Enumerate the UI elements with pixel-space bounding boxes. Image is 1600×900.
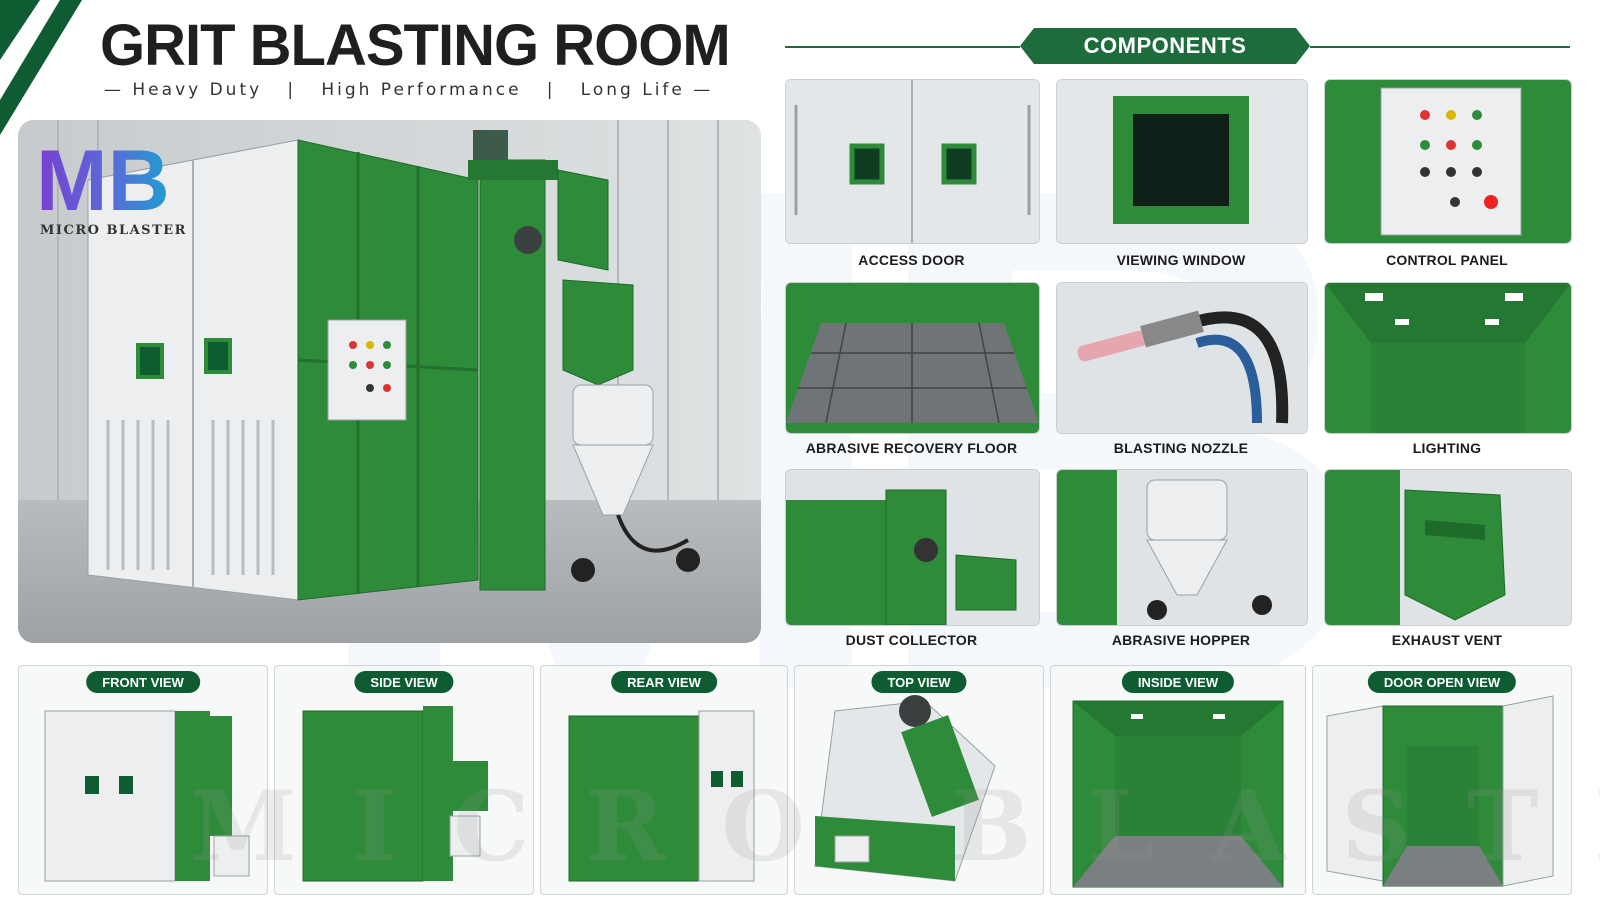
view-label: INSIDE VIEW <box>1121 671 1235 693</box>
component-label: LIGHTING <box>1412 440 1482 456</box>
view-card-inside: INSIDE VIEW <box>1050 665 1306 895</box>
component-access-door <box>785 79 1040 244</box>
component-label: DUST COLLECTOR <box>845 632 978 648</box>
component-label: ABRASIVE HOPPER <box>1111 632 1251 648</box>
view-label: REAR VIEW <box>611 671 717 693</box>
component-dust-collector <box>785 469 1040 626</box>
view-label: FRONT VIEW <box>86 671 200 693</box>
micro-blaster-logo: MB MICRO BLASTER <box>36 140 226 240</box>
component-abrasive-recovery-floor <box>785 282 1040 434</box>
view-label: DOOR OPEN VIEW <box>1367 671 1517 693</box>
tagline: — Heavy Duty | High Performance | Long L… <box>104 80 714 100</box>
component-blasting-nozzle <box>1056 282 1308 434</box>
logo-mark: MB <box>36 140 170 229</box>
component-label: EXHAUST VENT <box>1391 632 1503 648</box>
view-card-rear: REAR VIEW <box>540 665 788 895</box>
view-card-top: TOP VIEW <box>794 665 1044 895</box>
component-control-panel <box>1324 79 1572 244</box>
component-exhaust-vent <box>1324 469 1572 626</box>
view-label: TOP VIEW <box>871 671 967 693</box>
logo-brand: MICRO BLASTER <box>40 223 187 238</box>
view-card-front: FRONT VIEW <box>18 665 268 895</box>
brand-watermark: MICRO BLASTER <box>190 770 1600 883</box>
components-rule-right <box>1310 46 1570 48</box>
components-rule-left <box>785 46 1020 48</box>
component-viewing-window <box>1056 79 1308 244</box>
corner-stripes <box>0 0 82 135</box>
component-label: ABRASIVE RECOVERY FLOOR <box>805 440 1018 456</box>
view-label: SIDE VIEW <box>354 671 454 693</box>
component-label: VIEWING WINDOW <box>1116 252 1246 268</box>
components-heading: COMPONENTS <box>1020 28 1310 64</box>
hero-image <box>18 120 761 643</box>
component-label: ACCESS DOOR <box>858 252 965 268</box>
component-lighting <box>1324 282 1572 434</box>
component-abrasive-hopper <box>1056 469 1308 626</box>
component-label: BLASTING NOZZLE <box>1113 440 1249 456</box>
view-card-side: SIDE VIEW <box>274 665 534 895</box>
view-card-door-open: DOOR OPEN VIEW <box>1312 665 1572 895</box>
component-label: CONTROL PANEL <box>1386 252 1508 268</box>
page-title: GRIT BLASTING ROOM <box>100 13 731 78</box>
